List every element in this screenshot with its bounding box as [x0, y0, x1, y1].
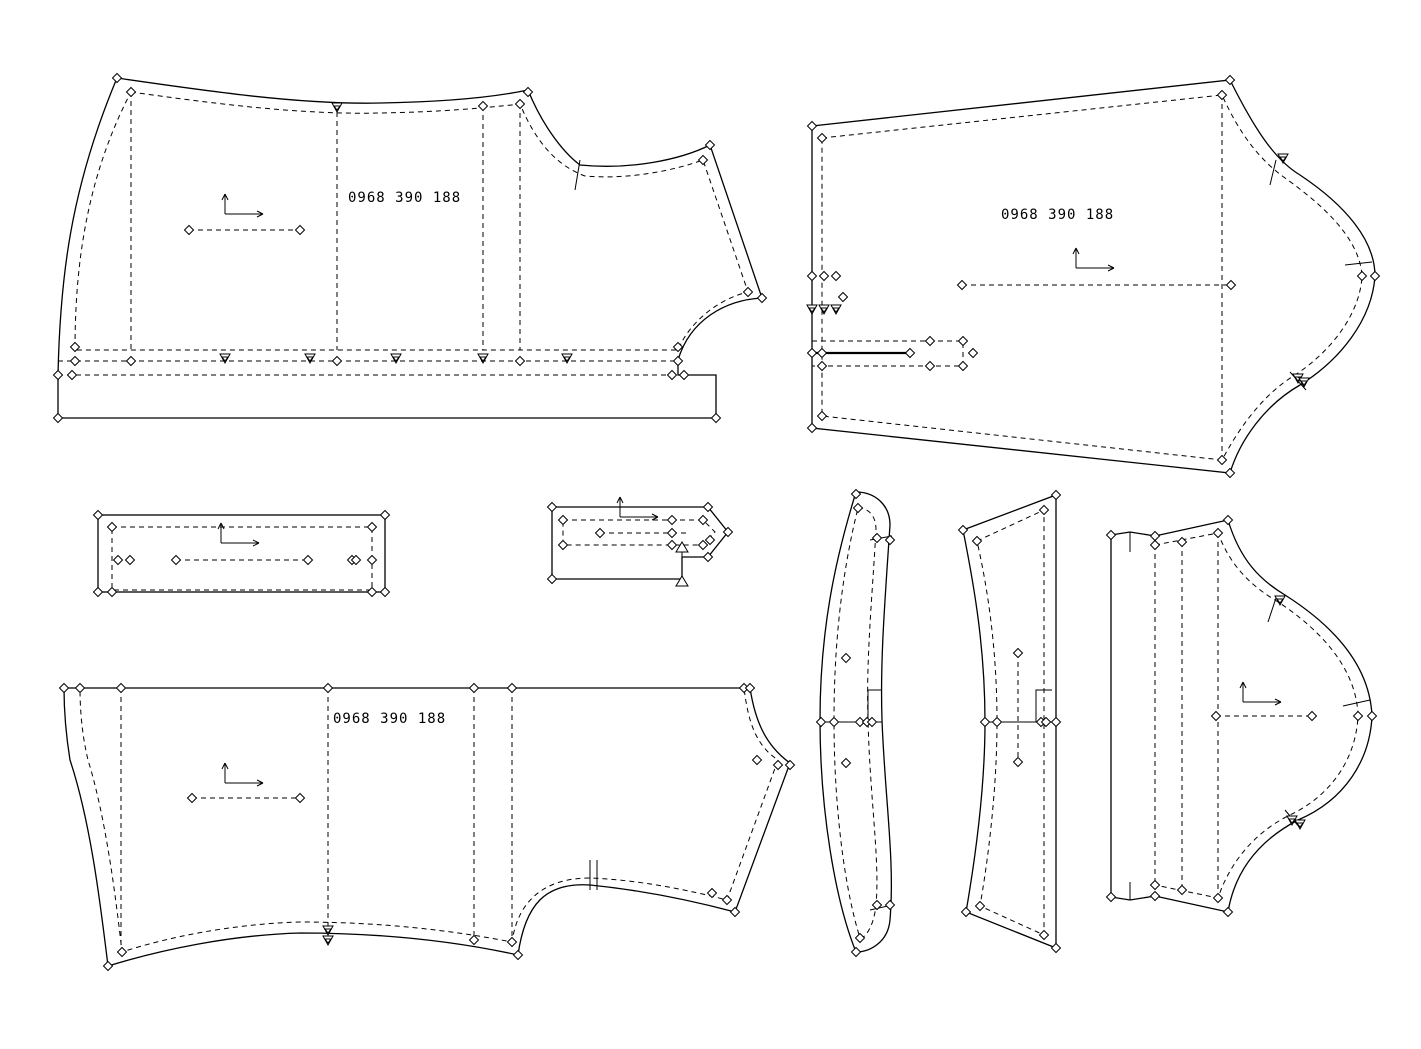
pocket-strip-seam-line [111, 526, 373, 591]
front-bodice-cut-line [57, 77, 763, 419]
back-bodice-vertical-lines [120, 688, 513, 952]
curved-band-points [816, 489, 895, 957]
sleeve-large-seam-line [821, 94, 1363, 461]
pocket-strip-grain-icon [217, 522, 260, 547]
back-bodice-cut-line [63, 687, 791, 967]
pocket-strip-cut-line [97, 514, 386, 593]
collar-panel-marker [1035, 689, 1052, 722]
front-bodice-notches [219, 102, 573, 364]
piece-small-tab [547, 496, 733, 587]
collar-panel-seam-line [976, 509, 1045, 936]
front-bodice-phone-label: 0968 390 188 [348, 190, 461, 206]
back-bodice-notches [322, 925, 334, 946]
sleeve-small-grain-icon [1239, 681, 1282, 706]
back-bodice-armhole-notch [589, 860, 598, 890]
front-bodice-armhole-notch [574, 159, 581, 191]
collar-panel-cut-line [962, 494, 1057, 949]
sleeve-small-notch-lines [1267, 597, 1371, 829]
front-bodice-seam-line [74, 91, 749, 351]
sleeve-small-notches [1274, 595, 1306, 830]
piece-back-bodice: 0968 390 188 [59, 683, 795, 971]
front-bodice-grain-icon [221, 193, 264, 218]
small-tab-grain-icon [616, 496, 659, 521]
curved-band-cut-line [819, 491, 893, 953]
back-bodice-seam-line [79, 687, 779, 953]
piece-collar-panel [958, 490, 1061, 953]
sleeve-large-grain-icon [1072, 247, 1115, 272]
front-bodice-points [53, 73, 767, 423]
sleeve-large-notch-lines [1269, 159, 1373, 391]
piece-sleeve-small [1106, 515, 1377, 917]
sleeve-large-phone-label: 0968 390 188 [1001, 207, 1114, 223]
front-bodice-hem-seam [58, 360, 678, 376]
back-bodice-grain-icon [221, 762, 264, 787]
piece-front-bodice: 0968 390 188 [53, 73, 767, 423]
sleeve-large-placket-dash [812, 340, 964, 367]
sleeve-small-cut-line [1110, 519, 1373, 913]
back-bodice-phone-label: 0968 390 188 [333, 711, 446, 727]
pocket-strip-points [93, 510, 390, 597]
piece-pocket-strip [93, 510, 390, 597]
sleeve-small-points [1106, 515, 1377, 917]
curved-band-marker [867, 689, 882, 722]
sleeve-large-points [807, 75, 1380, 478]
front-bodice-dart-lines [130, 92, 521, 350]
sleeve-small-seam-line [1154, 532, 1359, 899]
small-tab-points [547, 502, 733, 584]
sleeve-small-vertical-lines [1154, 533, 1219, 898]
piece-sleeve-large: 0968 390 188 [806, 75, 1380, 478]
small-tab-notches [675, 541, 689, 587]
small-tab-cut-line [551, 506, 729, 580]
sleeve-large-cut-line [811, 79, 1376, 474]
piece-curved-band [816, 489, 895, 957]
